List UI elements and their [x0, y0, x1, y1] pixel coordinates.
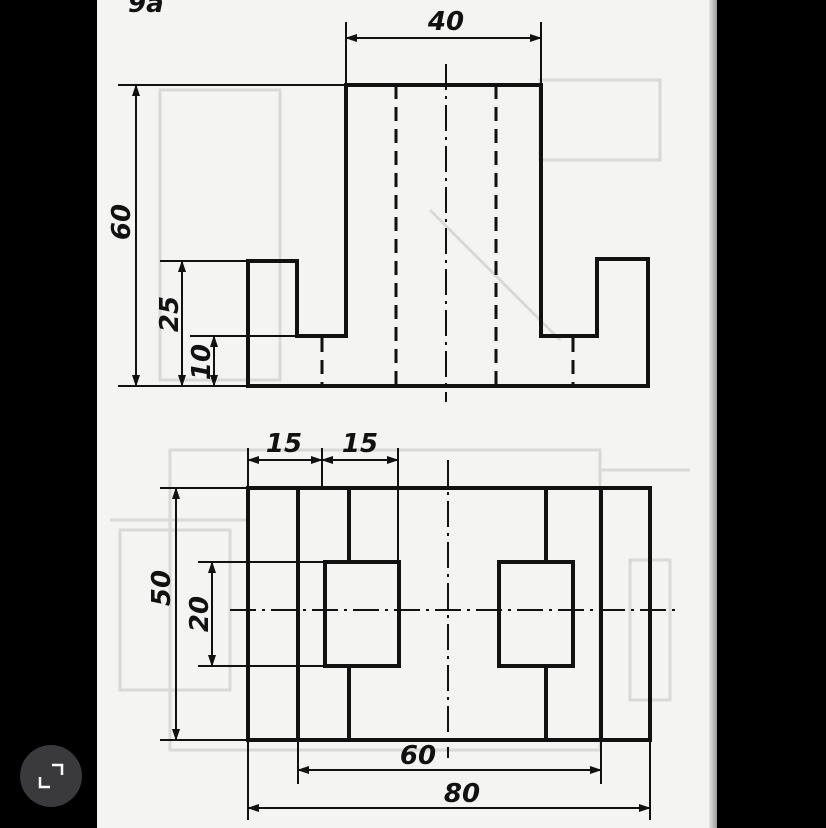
expand-arrows-icon	[38, 763, 64, 789]
dim-60: 60	[107, 204, 137, 240]
figure-label: 9a	[128, 0, 164, 19]
dim-50: 50	[147, 570, 177, 606]
dim-15-right: 15	[342, 429, 378, 459]
dim-20: 20	[185, 596, 215, 632]
right-hole	[497, 560, 575, 668]
left-hole	[323, 560, 401, 668]
dim-25: 25	[155, 296, 185, 332]
front-hidden-lines	[320, 85, 575, 386]
expand-button[interactable]	[20, 745, 82, 807]
front-dimensions	[118, 22, 542, 387]
dim-40: 40	[427, 7, 464, 37]
dim-10: 10	[187, 344, 217, 380]
dim-15-left: 15	[266, 429, 302, 459]
dim-80: 80	[444, 779, 480, 809]
dim-60-bottom: 60	[400, 741, 436, 771]
front-view	[246, 64, 650, 402]
top-dimensions	[160, 448, 651, 820]
paper-edge	[709, 0, 717, 828]
front-view-outline	[246, 83, 650, 388]
